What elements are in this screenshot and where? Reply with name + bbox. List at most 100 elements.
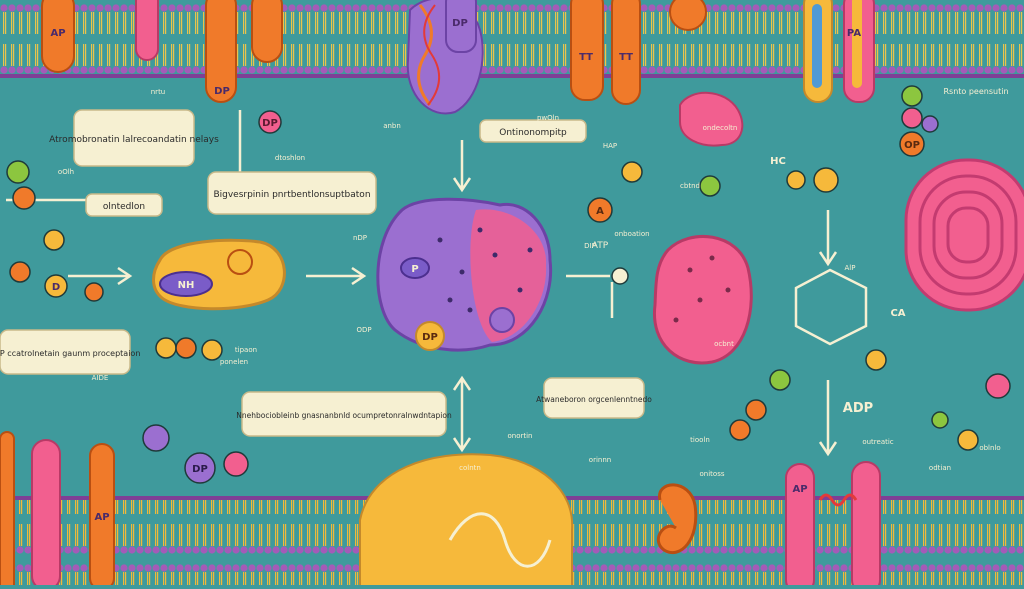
arrow-down-right-2 (818, 380, 838, 457)
mol-purple-2 (184, 452, 216, 484)
mol-yellow-3 (155, 337, 177, 359)
marker-dp3: DP (422, 332, 438, 343)
tiny-label: cbtnd (680, 182, 700, 190)
tiny-label: HAP (603, 142, 617, 150)
mol-purple-1 (142, 424, 170, 452)
golgi-ring-2 (918, 174, 1018, 296)
golgi-organelle (904, 158, 1024, 312)
label-left-small: olntedlon (103, 202, 145, 212)
tiny-label: ondecoltn (703, 124, 738, 132)
dna-helix-top-2 (423, 4, 440, 106)
label-right-small: Rsnto peensutin (943, 87, 1008, 96)
box-top-left (73, 109, 195, 167)
protein-bot-2 (31, 439, 61, 589)
cell-dots (437, 227, 533, 313)
label-mid-left: Bigvesrpinin pnrtbentlonsuptbaton (213, 190, 370, 200)
pink-blob (652, 235, 753, 365)
tiny-label: ODP (356, 326, 371, 334)
box-apt (0, 329, 131, 375)
tiny-label: colntn (459, 464, 481, 472)
label-top-left: Atromobronatin lalrecoandatin nelays (49, 135, 219, 145)
tiny-label: pwOln (537, 114, 559, 122)
mol-green-3 (901, 85, 923, 107)
golgi-ring-3 (932, 190, 1004, 280)
pink-blob-dots (673, 255, 731, 323)
protein-bot-5 (851, 461, 881, 589)
top-proteins (41, 0, 875, 115)
mol-orange-3 (84, 282, 104, 302)
cell-node-1 (415, 321, 445, 351)
marker-dp2: DP (452, 18, 468, 29)
dna-helix-top (417, 4, 433, 106)
label-bottom-center: Nnehbociobleinb gnasnanbnld ocumpretonra… (236, 411, 452, 420)
cell-node-3 (400, 257, 430, 279)
marker-ap-right: AP (792, 484, 807, 495)
marker-ap-left: AP (50, 28, 65, 39)
tiny-label: nrtu (151, 88, 166, 96)
mol-green-1 (6, 160, 30, 184)
arrow-down-right (818, 210, 838, 267)
marker-d-node: D (52, 282, 60, 293)
mol-pink-4 (985, 373, 1011, 399)
tiny-label: anbn (383, 122, 401, 130)
mol-orange-5 (621, 161, 643, 183)
box-left-small (85, 193, 163, 217)
marker-nh: NH (178, 280, 195, 291)
mol-yellow-6 (813, 167, 839, 193)
enzyme-left-node (227, 249, 253, 275)
protein-top-3 (205, 0, 237, 103)
mol-orange-9 (729, 419, 751, 441)
label-atp-mid: ATP (592, 241, 609, 251)
arrow-updown-center (452, 375, 472, 453)
tiny-label: oOlh (58, 168, 74, 176)
mol-orange-2 (9, 261, 31, 283)
mol-green-5 (931, 411, 949, 429)
protein-top-1 (41, 0, 75, 73)
tiny-label: onboation (614, 230, 649, 238)
membrane-top-edge (0, 74, 1024, 78)
tiny-label: outreatic (862, 438, 893, 446)
label-apt: APP ccatrolnetain gaunm proceptaion (0, 349, 140, 358)
label-boxes (0, 109, 645, 437)
tiny-label: nDP (353, 234, 367, 242)
golgi-ring-1 (904, 158, 1024, 312)
marker-pa: PA (847, 28, 861, 39)
box-right-center (543, 377, 645, 419)
mol-orange-6 (587, 197, 613, 223)
marker-a-mid: A (596, 206, 604, 217)
tiny-label: oblnlo (979, 444, 1000, 452)
mol-yellow-8 (957, 429, 979, 451)
marker-ap-bottom: AP (94, 512, 109, 523)
marker-tt1: TT (579, 52, 593, 63)
label-right-center: Atwaneboron orgcenlenntnedo (536, 395, 652, 404)
arrow-down-center (452, 140, 472, 193)
tiny-label: odtian (929, 464, 951, 472)
tiny-label: ocbnt (714, 340, 734, 348)
mol-yellow-4 (201, 339, 223, 361)
marker-dp1: DP (214, 86, 230, 97)
box-mid-left (207, 171, 377, 215)
cell-node-2 (489, 307, 515, 333)
mol-pink-1 (258, 110, 282, 134)
marker-p-center: P (411, 264, 418, 275)
label-center-top: Ontinonompitp (499, 128, 567, 138)
tiny-label: tiooln (690, 436, 710, 444)
arrow-left-to-enzyme (68, 266, 133, 286)
mol-yellow-2 (44, 274, 68, 298)
mol-orange-8 (745, 399, 767, 421)
marker-dp-bottom: DP (192, 464, 208, 475)
protein-top-2 (135, 0, 159, 61)
protein-top-8 (669, 0, 707, 31)
protein-top-6 (570, 0, 604, 101)
protein-top-5 (445, 0, 477, 53)
mol-pink-2 (223, 451, 249, 477)
mol-yellow-7 (865, 349, 887, 371)
enzyme-left-bubble (159, 271, 213, 297)
mol-purple-3 (921, 115, 939, 133)
mol-orange-7 (899, 131, 925, 157)
tiny-label: onortin (507, 432, 532, 440)
protein-top-7 (611, 0, 641, 105)
protein-bot-orange-curl (656, 483, 698, 555)
tiny-label: AlP (845, 264, 856, 272)
